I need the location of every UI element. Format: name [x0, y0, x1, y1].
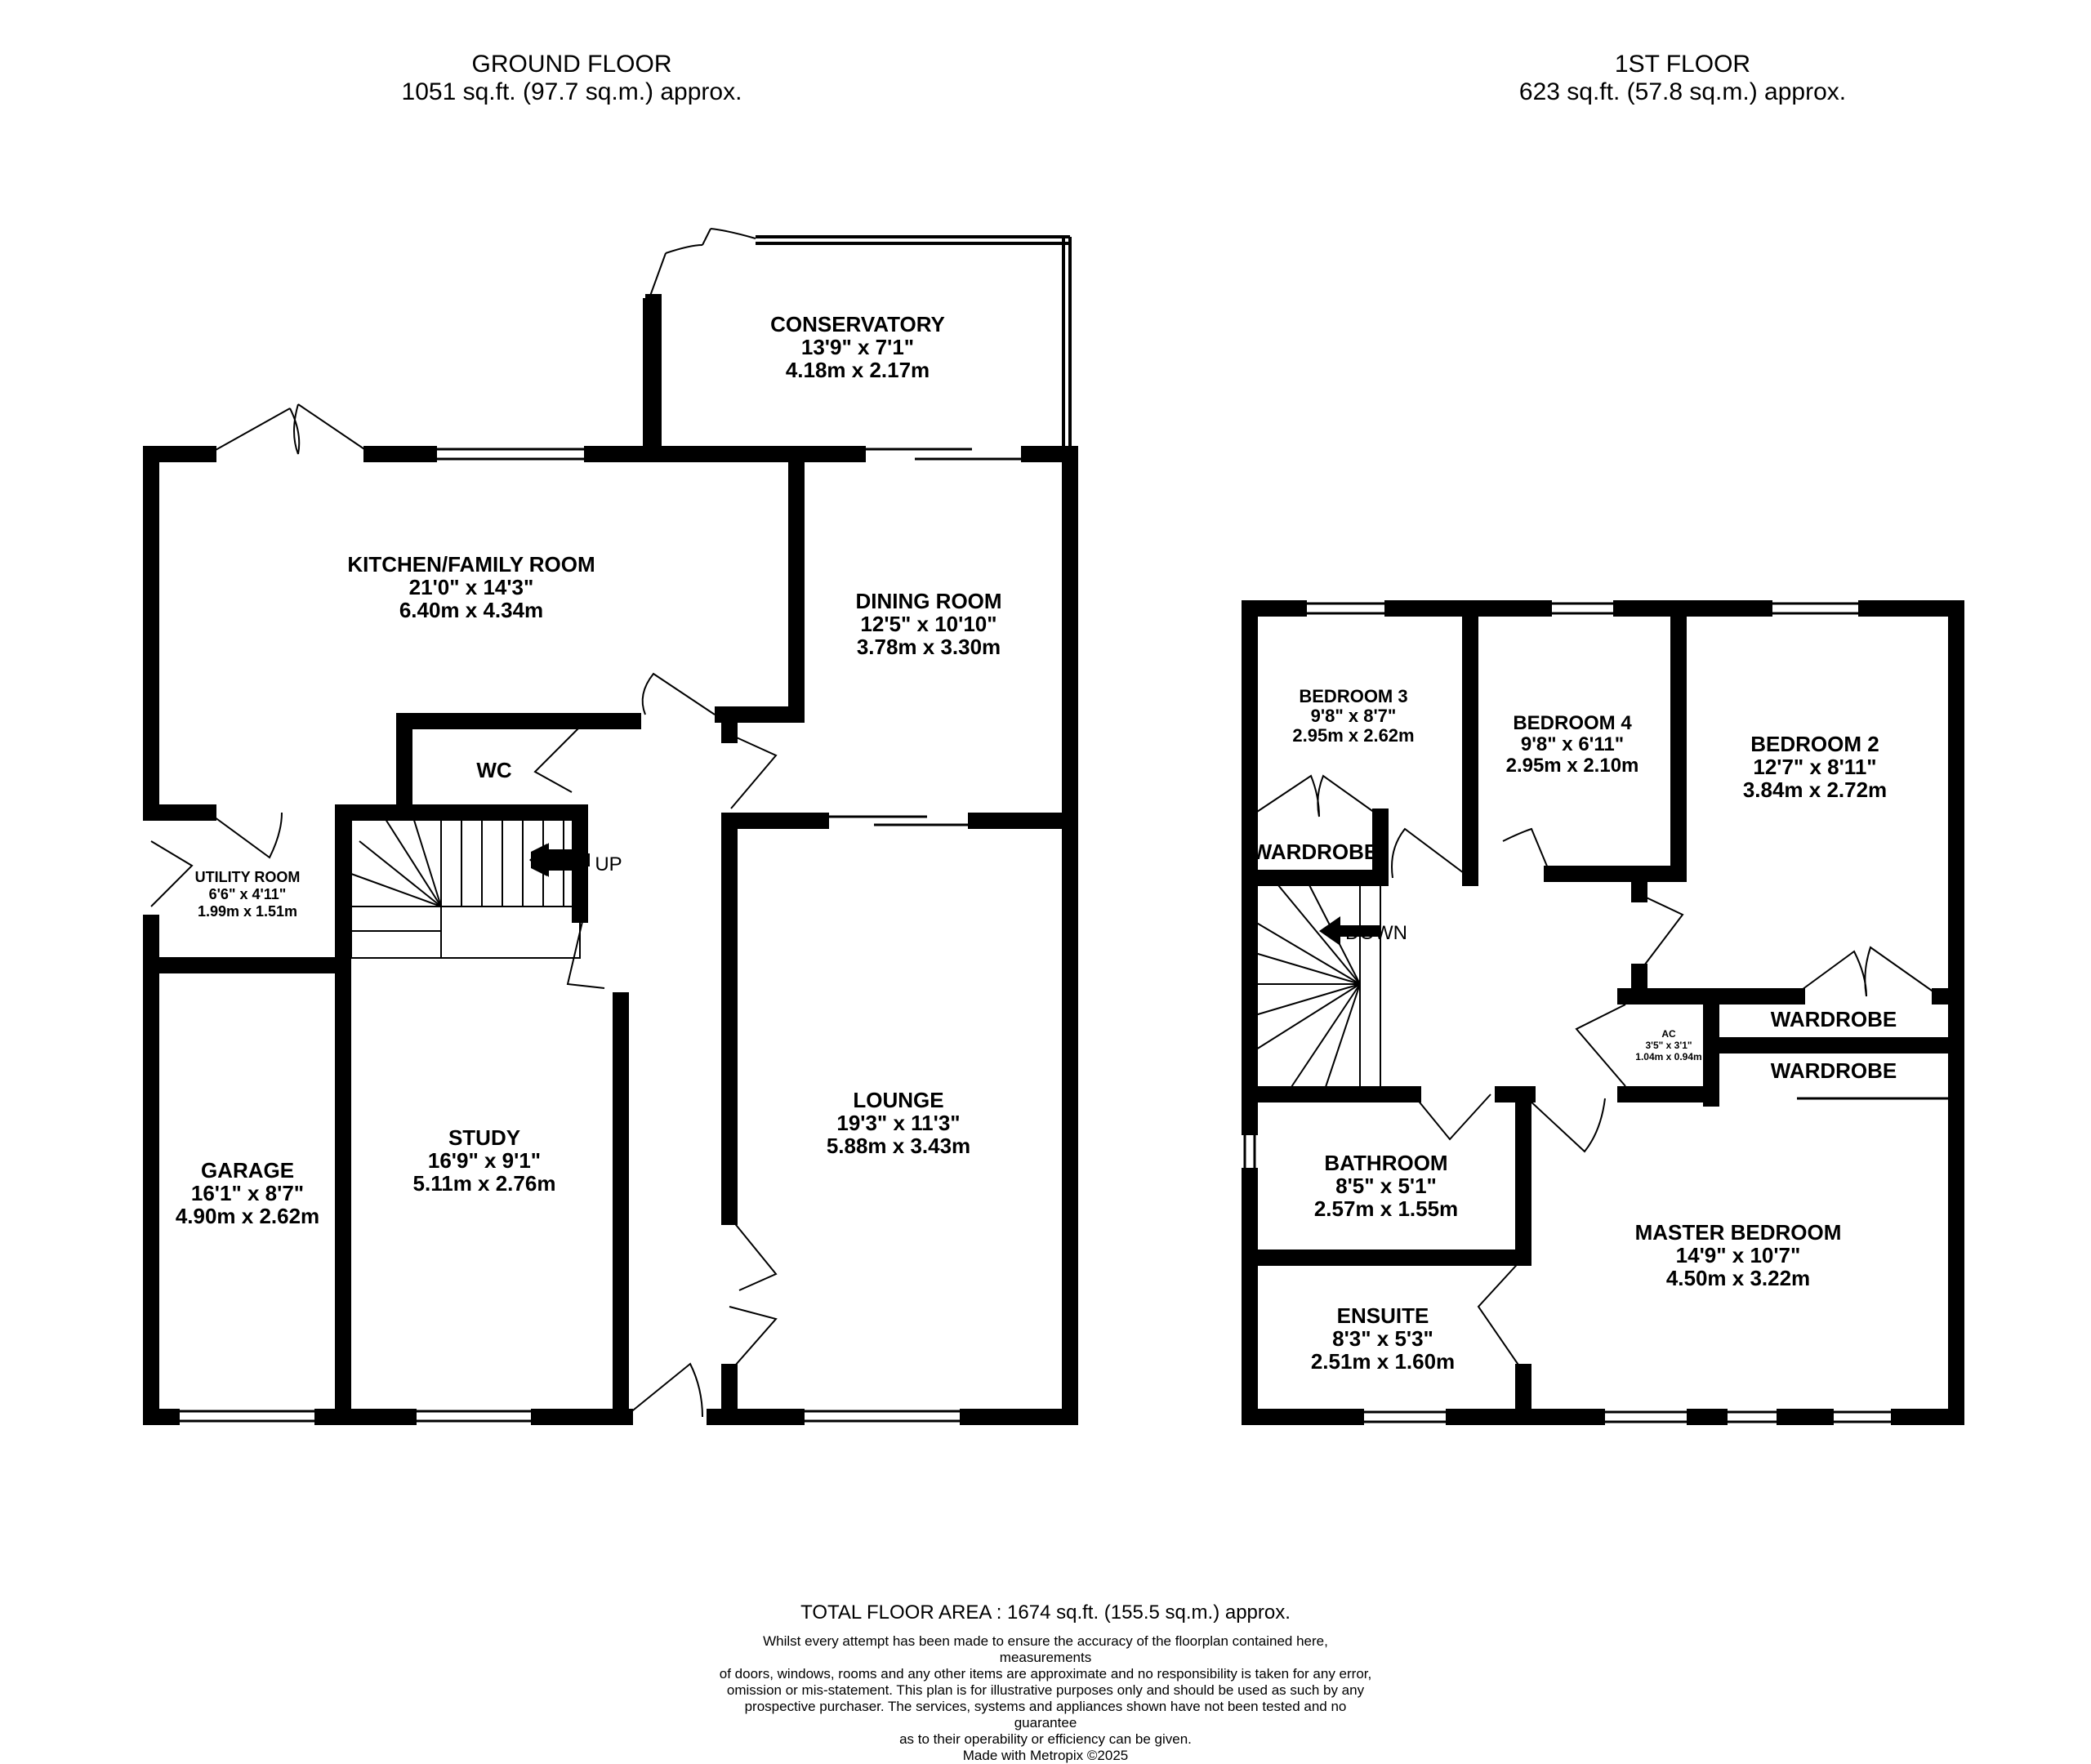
room-imperial: 16'1" x 8'7" — [191, 1181, 304, 1205]
room-metric: 2.95m x 2.62m — [1292, 725, 1414, 746]
room-wardrobe-bedroom2: WARDROBE — [1771, 1007, 1897, 1031]
stairs-up-label: UP — [595, 853, 622, 875]
room-name: WC — [476, 758, 512, 782]
room-bedroom2: BEDROOM 2 12'7" x 8'11" 3.84m x 2.72m — [1743, 732, 1887, 802]
first-walls — [1242, 600, 1964, 1425]
room-master: MASTER BEDROOM 14'9" x 10'7" 4.50m x 3.2… — [1635, 1220, 1842, 1290]
room-imperial: 19'3" x 11'3" — [836, 1111, 960, 1135]
room-metric: 5.11m x 2.76m — [413, 1171, 556, 1196]
room-utility: UTILITY ROOM 6'6" x 4'11" 1.99m x 1.51m — [195, 869, 301, 920]
ground-room-labels: CONSERVATORY 13'9" x 7'1" 4.18m x 2.17m … — [176, 312, 1002, 1228]
room-metric: 3.84m x 2.72m — [1743, 777, 1887, 802]
room-name: WARDROBE — [1252, 840, 1379, 864]
room-wc: WC — [476, 758, 512, 782]
first-floor-title: 1ST FLOOR — [1614, 51, 1751, 78]
room-lounge: LOUNGE 19'3" x 11'3" 5.88m x 3.43m — [827, 1088, 970, 1158]
room-wardrobe-bedroom3: WARDROBE — [1252, 840, 1379, 864]
ground-doors — [150, 228, 778, 1418]
first-floor-area: 623 sq.ft. (57.8 sq.m.) approx. — [1518, 78, 1847, 105]
room-name: BEDROOM 2 — [1750, 732, 1879, 756]
first-floor-plan — [1242, 600, 1964, 1425]
room-name: ENSUITE — [1337, 1303, 1429, 1328]
ground-windows — [172, 448, 1029, 1423]
room-imperial: 16'9" x 9'1" — [428, 1148, 541, 1173]
room-bathroom: BATHROOM 8'5" x 5'1" 2.57m x 1.55m — [1314, 1151, 1458, 1221]
room-metric: 4.50m x 3.22m — [1666, 1266, 1810, 1290]
room-metric: 1.04m x 0.94m — [1635, 1051, 1701, 1062]
room-metric: 2.95m x 2.10m — [1506, 755, 1639, 777]
room-name: WARDROBE — [1771, 1058, 1897, 1083]
room-kitchen: KITCHEN/FAMILY ROOM 21'0" x 14'3" 6.40m … — [347, 552, 595, 622]
room-name: GARAGE — [201, 1158, 294, 1183]
disclaimer-line: prospective purchaser. The services, sys… — [744, 1699, 1347, 1731]
room-metric: 2.51m x 1.60m — [1311, 1349, 1455, 1374]
room-name: DINING ROOM — [855, 589, 1001, 613]
room-dining: DINING ROOM 12'5" x 10'10" 3.78m x 3.30m — [855, 589, 1001, 659]
room-imperial: 6'6" x 4'11" — [209, 886, 287, 902]
room-imperial: 21'0" x 14'3" — [409, 575, 534, 599]
room-metric: 5.88m x 3.43m — [827, 1134, 970, 1158]
room-bedroom3: BEDROOM 3 9'8" x 8'7" 2.95m x 2.62m — [1292, 686, 1414, 746]
first-windows — [1243, 602, 1954, 1423]
first-floor-header: 1ST FLOOR 623 sq.ft. (57.8 sq.m.) approx… — [1470, 51, 1895, 106]
disclaimer-line: of doors, windows, rooms and any other i… — [719, 1666, 1372, 1682]
room-imperial: 13'9" x 7'1" — [801, 335, 914, 359]
room-metric: 3.78m x 3.30m — [857, 635, 1001, 659]
disclaimer-line: Whilst every attempt has been made to en… — [763, 1633, 1328, 1665]
room-imperial: 14'9" x 10'7" — [1676, 1243, 1801, 1267]
room-name: BEDROOM 4 — [1513, 712, 1632, 734]
conservatory-walls — [643, 235, 1072, 454]
room-name: UTILITY ROOM — [195, 869, 301, 885]
room-name: MASTER BEDROOM — [1635, 1220, 1842, 1245]
first-doors — [1249, 774, 1941, 1373]
ground-floor-header: GROUND FLOOR 1051 sq.ft. (97.7 sq.m.) ap… — [359, 51, 784, 106]
room-name: KITCHEN/FAMILY ROOM — [347, 552, 595, 577]
first-room-labels: BEDROOM 3 9'8" x 8'7" 2.95m x 2.62m BEDR… — [1252, 686, 1897, 1374]
room-name: AC — [1661, 1028, 1676, 1040]
room-bedroom4: BEDROOM 4 9'8" x 6'11" 2.95m x 2.10m — [1506, 712, 1639, 777]
room-ac: AC 3'5" x 3'1" 1.04m x 0.94m — [1635, 1028, 1701, 1062]
room-name: BATHROOM — [1324, 1151, 1447, 1175]
room-garage: GARAGE 16'1" x 8'7" 4.90m x 2.62m — [176, 1158, 319, 1228]
room-metric: 4.90m x 2.62m — [176, 1204, 319, 1228]
room-name: LOUNGE — [853, 1088, 943, 1112]
room-name: CONSERVATORY — [770, 312, 945, 336]
total-floor-area: TOTAL FLOOR AREA : 1674 sq.ft. (155.5 sq… — [800, 1601, 1291, 1624]
room-name: BEDROOM 3 — [1299, 686, 1407, 706]
first-stairs — [1249, 880, 1381, 1095]
room-imperial: 12'5" x 10'10" — [860, 612, 996, 636]
room-metric: 2.57m x 1.55m — [1314, 1196, 1458, 1221]
room-imperial: 8'3" x 5'3" — [1332, 1326, 1433, 1351]
disclaimer-line: as to their operability or efficiency ca… — [899, 1731, 1192, 1747]
room-name: STUDY — [448, 1125, 520, 1150]
footer: TOTAL FLOOR AREA : 1674 sq.ft. (155.5 sq… — [719, 1601, 1372, 1764]
room-imperial: 9'8" x 6'11" — [1521, 733, 1624, 755]
ground-floor-area: 1051 sq.ft. (97.7 sq.m.) approx. — [401, 78, 742, 105]
room-conservatory: CONSERVATORY 13'9" x 7'1" 4.18m x 2.17m — [770, 312, 945, 382]
room-study: STUDY 16'9" x 9'1" 5.11m x 2.76m — [413, 1125, 556, 1196]
made-with-credit: Made with Metropix ©2025 — [962, 1748, 1129, 1763]
room-metric: 1.99m x 1.51m — [198, 903, 297, 920]
room-metric: 6.40m x 4.34m — [399, 598, 543, 622]
room-imperial: 9'8" x 8'7" — [1311, 706, 1397, 726]
room-imperial: 3'5" x 3'1" — [1645, 1040, 1692, 1051]
ground-floor-title: GROUND FLOOR — [471, 51, 672, 78]
room-imperial: 8'5" x 5'1" — [1335, 1174, 1437, 1198]
ground-floor-plan — [143, 228, 1078, 1425]
room-imperial: 12'7" x 8'11" — [1753, 755, 1876, 779]
room-name: WARDROBE — [1771, 1007, 1897, 1031]
room-wardrobe-master: WARDROBE — [1771, 1058, 1897, 1083]
stairs-down-label: DOWN — [1345, 922, 1407, 944]
disclaimer-line: omission or mis-statement. This plan is … — [726, 1682, 1365, 1698]
room-metric: 4.18m x 2.17m — [786, 358, 930, 382]
ground-stairs — [350, 812, 590, 959]
room-ensuite: ENSUITE 8'3" x 5'3" 2.51m x 1.60m — [1311, 1303, 1455, 1374]
disclaimer: Whilst every attempt has been made to en… — [719, 1633, 1372, 1748]
